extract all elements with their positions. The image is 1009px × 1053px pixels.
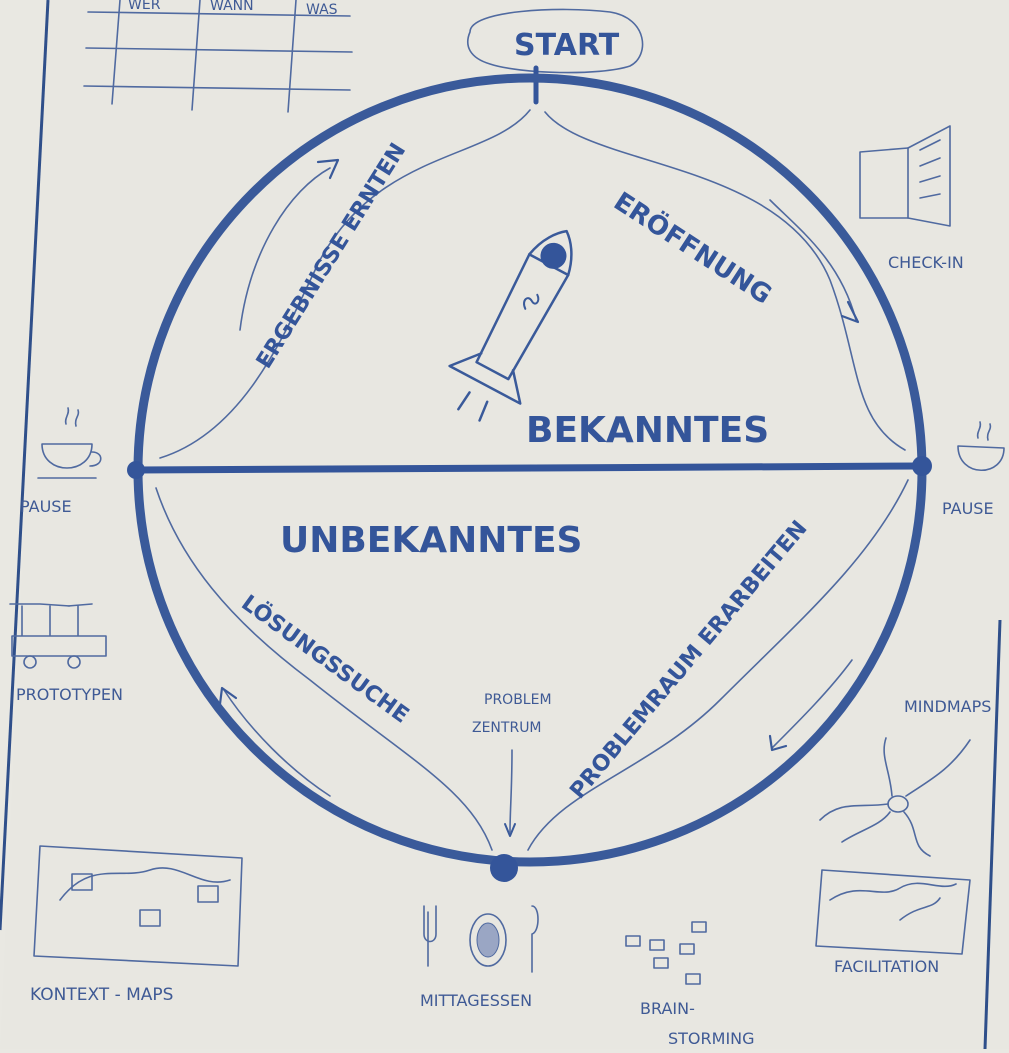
problem-center-arrow-icon — [504, 823, 516, 837]
problem-center-line2: ZENTRUM — [472, 720, 542, 736]
problem-center-line1: PROBLEM — [484, 692, 552, 708]
pause-left-label: PAUSE — [20, 497, 72, 516]
mindmaps-label: MINDMAPS — [904, 697, 991, 716]
pause-right-label: PAUSE — [942, 499, 994, 518]
lunch-node — [490, 854, 518, 882]
mindmaps-method: MINDMAPS — [819, 697, 991, 857]
coffee-cup-icon — [957, 445, 1005, 471]
context-maps-label: KONTEXT - MAPS — [30, 985, 173, 1005]
divider-line — [132, 462, 926, 474]
pause-right-node — [912, 456, 932, 476]
unknown-label: UNBEKANNTES — [280, 520, 582, 561]
lunch-method: MITTAGESSEN — [420, 905, 539, 1010]
rocket-icon — [448, 229, 573, 422]
table-header-was: WAS — [306, 2, 338, 18]
start-label: START — [514, 28, 620, 63]
solution-arrow-icon — [218, 686, 238, 706]
brainstorming-label-line1: BRAIN- — [640, 999, 695, 1018]
facilitation-label: FACILITATION — [834, 957, 939, 976]
pause-right-method: PAUSE — [942, 421, 1005, 518]
steam-icon — [976, 421, 992, 441]
plate-icon — [469, 913, 507, 967]
fork-icon — [423, 905, 437, 967]
flow-arcs — [155, 109, 909, 851]
schedule-table: WER WANN WAS — [83, 0, 353, 113]
facilitation-method: FACILITATION — [815, 869, 971, 976]
coffee-cup-icon — [41, 443, 93, 469]
problem-arrow-icon — [768, 734, 788, 752]
table-header-wann: WANN — [210, 0, 254, 14]
prototypes-method: PROTOTYPEN — [9, 603, 123, 704]
knife-icon — [531, 905, 539, 973]
pause-left-method: PAUSE — [20, 407, 102, 516]
steam-icon — [64, 407, 80, 427]
brainstorming-label-line2: STORMING — [668, 1029, 755, 1048]
check-in-method: CHECK-IN — [859, 125, 964, 272]
paper-left-edge — [0, 0, 50, 931]
context-maps-method: KONTEXT - MAPS — [30, 845, 243, 1005]
known-label: BEKANNTES — [526, 410, 769, 451]
prototypes-label: PROTOTYPEN — [16, 685, 123, 704]
cycle-circle — [127, 73, 932, 882]
opening-arrow-icon — [840, 300, 860, 324]
harvest-arrow-icon — [316, 158, 340, 180]
brainstorming-method: BRAIN- STORMING — [625, 921, 755, 1048]
check-in-label: CHECK-IN — [888, 253, 964, 272]
lunch-label: MITTAGESSEN — [420, 991, 532, 1010]
paper-right-edge — [983, 619, 1002, 1050]
table-header-wer: WER — [128, 0, 161, 13]
start-marker: START — [466, 8, 644, 105]
pause-left-node — [127, 461, 145, 479]
